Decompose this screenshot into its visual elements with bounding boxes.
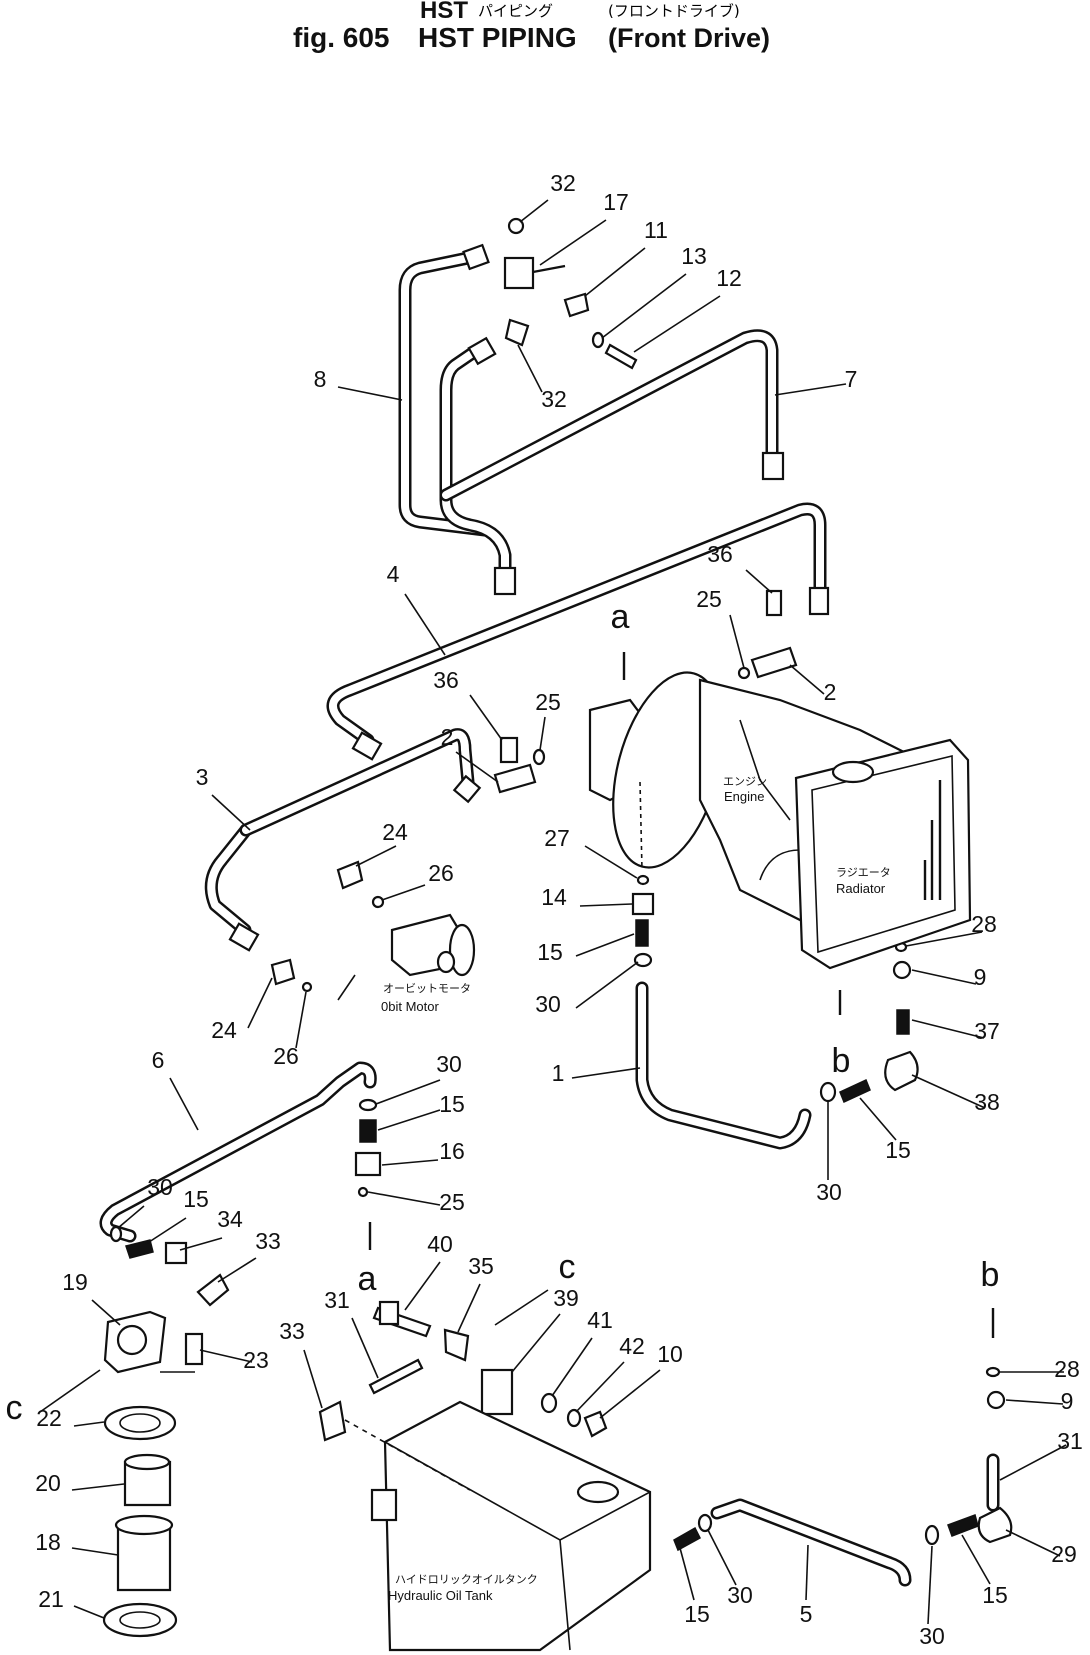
part-number-22: 22 xyxy=(36,1405,62,1431)
part-number-28a: 28 xyxy=(971,911,997,937)
part-number-34: 34 xyxy=(217,1206,243,1232)
orbit-motor-label-jp: オービットモータ xyxy=(383,982,471,995)
part-number-28b: 28 xyxy=(1054,1356,1080,1382)
part-number-31b: 31 xyxy=(1057,1428,1083,1454)
part-number-30a: 30 xyxy=(535,991,561,1017)
part-number-17: 17 xyxy=(603,189,629,215)
part-number-32b: 32 xyxy=(541,386,567,412)
part-number-41: 41 xyxy=(587,1307,613,1333)
title-main: HST PIPING xyxy=(418,22,577,53)
part-number-2b: 2 xyxy=(441,724,454,750)
part-number-10: 10 xyxy=(657,1341,683,1367)
radiator-label-jp: ラジエータ xyxy=(836,866,891,879)
engine-label-jp: エンジン xyxy=(723,775,767,788)
connection-letter-b: b xyxy=(832,1042,851,1080)
title-line1-jp-paren: (フロントドライブ) xyxy=(608,2,740,20)
part-number-32a: 32 xyxy=(550,170,576,196)
radiator-label: Radiator xyxy=(836,881,886,896)
part-number-8: 8 xyxy=(314,366,327,392)
connection-letter-c: c xyxy=(6,1389,23,1427)
fittings xyxy=(109,217,1013,1552)
hydraulic-oil-tank: ハイドロリックオイルタンク Hydraulic Oil Tank xyxy=(370,1400,652,1652)
part-number-16: 16 xyxy=(439,1138,465,1164)
title-fig-number: fig. 605 xyxy=(293,22,389,53)
part-number-7: 7 xyxy=(845,366,858,392)
part-number-15d: 15 xyxy=(183,1186,209,1212)
part-number-4: 4 xyxy=(387,561,400,587)
part-number-3: 3 xyxy=(196,764,209,790)
part-number-25c: 25 xyxy=(439,1189,465,1215)
connection-letter-b: b xyxy=(981,1256,1000,1294)
part-number-26a: 26 xyxy=(428,860,454,886)
title-subtitle: (Front Drive) xyxy=(608,23,770,53)
part-number-36b: 36 xyxy=(433,667,459,693)
part-number-20: 20 xyxy=(35,1470,61,1496)
part-number-12: 12 xyxy=(716,265,742,291)
connection-markers xyxy=(39,652,995,1491)
orbit-motor: オービットモータ 0bit Motor xyxy=(337,913,476,1014)
part-number-30d: 30 xyxy=(147,1174,173,1200)
part-number-39: 39 xyxy=(553,1285,579,1311)
part-number-labels: 3217111312832736252436252324262714153028… xyxy=(35,170,1083,1649)
tank-label-jp: ハイドロリックオイルタンク xyxy=(395,1573,538,1586)
part-number-31a: 31 xyxy=(324,1287,350,1313)
part-number-36a: 36 xyxy=(707,541,733,567)
part-number-18: 18 xyxy=(35,1529,61,1555)
part-number-9b: 9 xyxy=(1061,1388,1074,1414)
figure-title: HST パイピング (フロントドライブ) fig. 605 HST PIPING… xyxy=(293,0,770,53)
part-number-2a: 2 xyxy=(824,679,837,705)
part-number-37: 37 xyxy=(974,1018,1000,1044)
part-number-21: 21 xyxy=(38,1586,64,1612)
part-number-27: 27 xyxy=(544,825,570,851)
tank-label: Hydraulic Oil Tank xyxy=(388,1588,493,1603)
part-number-15b: 15 xyxy=(885,1137,911,1163)
part-number-23: 23 xyxy=(243,1347,269,1373)
part-number-30c: 30 xyxy=(436,1051,462,1077)
orbit-motor-label: 0bit Motor xyxy=(381,999,439,1014)
part-number-9a: 9 xyxy=(974,964,987,990)
part-number-26b: 26 xyxy=(273,1043,299,1069)
part-number-35: 35 xyxy=(468,1253,494,1279)
connection-letter-a: a xyxy=(358,1260,377,1298)
connection-letter-c: c xyxy=(559,1248,576,1286)
part-number-25b: 25 xyxy=(535,689,561,715)
part-number-30e: 30 xyxy=(727,1582,753,1608)
part-number-29: 29 xyxy=(1051,1541,1077,1567)
leader-lines xyxy=(71,199,1067,1625)
part-number-6: 6 xyxy=(152,1047,165,1073)
part-number-24b: 24 xyxy=(211,1017,237,1043)
connection-letter-a: a xyxy=(611,598,630,636)
radiator: ラジエータ Radiator xyxy=(794,738,972,970)
part-number-15a: 15 xyxy=(537,939,563,965)
part-number-25a: 25 xyxy=(696,586,722,612)
part-number-19: 19 xyxy=(62,1269,88,1295)
part-number-38: 38 xyxy=(974,1089,1000,1115)
part-number-40: 40 xyxy=(427,1231,453,1257)
part-number-30b: 30 xyxy=(816,1179,842,1205)
part-number-33a: 33 xyxy=(255,1228,281,1254)
part-number-13: 13 xyxy=(681,243,707,269)
part-number-11: 11 xyxy=(644,217,668,243)
part-number-15f: 15 xyxy=(982,1582,1008,1608)
engine-label: Engine xyxy=(724,789,764,804)
pipes xyxy=(99,251,1000,1587)
part-number-30f: 30 xyxy=(919,1623,945,1649)
filter-assembly xyxy=(102,1310,204,1638)
title-line1-jp: パイピング xyxy=(478,2,553,20)
connection-letters: a a b b c c xyxy=(6,598,1000,1427)
part-number-33b: 33 xyxy=(279,1318,305,1344)
part-number-42: 42 xyxy=(619,1333,645,1359)
title-line1-en: HST xyxy=(420,0,468,24)
part-number-15c: 15 xyxy=(439,1091,465,1117)
part-number-24a: 24 xyxy=(382,819,408,845)
part-number-1: 1 xyxy=(552,1060,565,1086)
part-number-15e: 15 xyxy=(684,1601,710,1627)
part-number-5: 5 xyxy=(800,1601,813,1627)
part-number-14: 14 xyxy=(541,884,567,910)
